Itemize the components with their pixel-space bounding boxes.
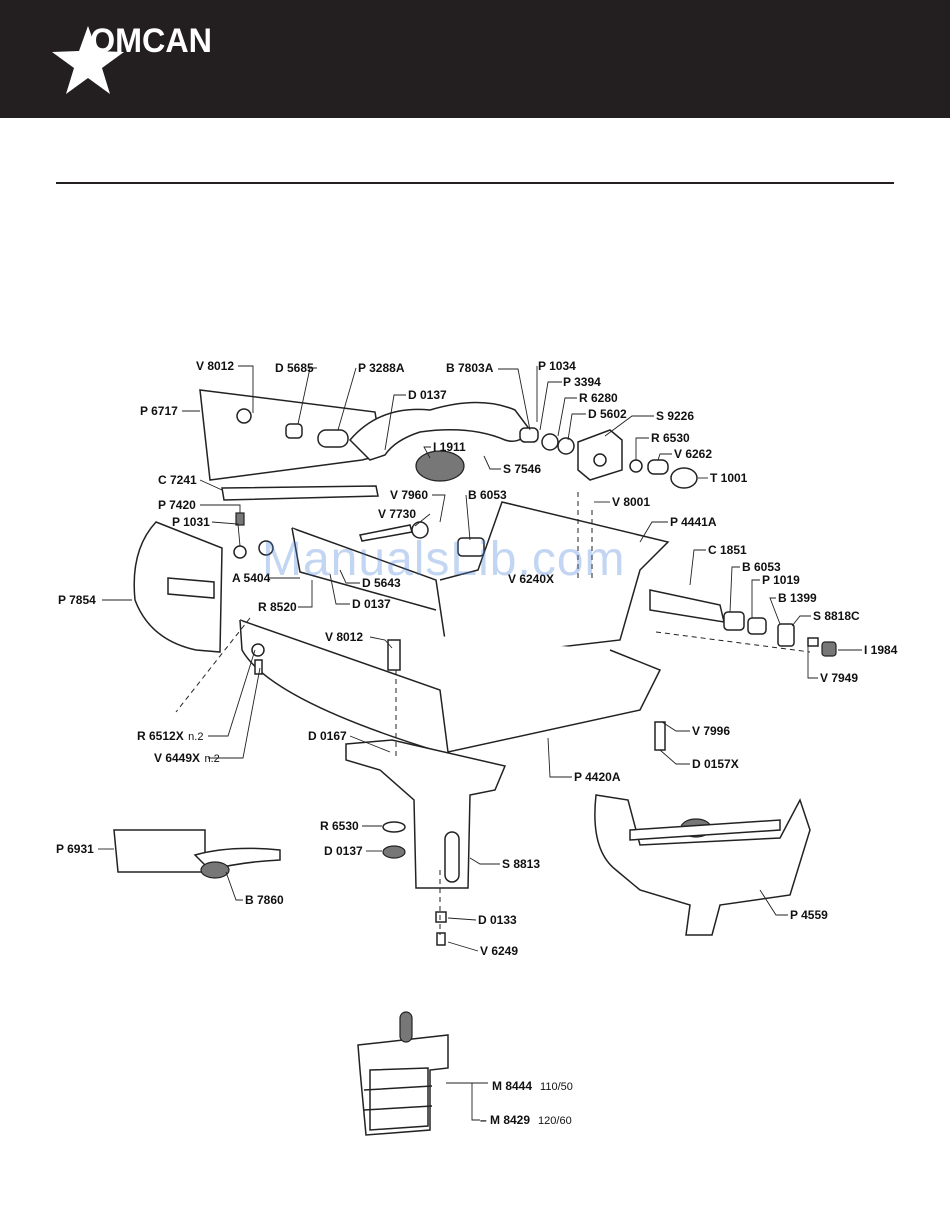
part-label: V 8012 [196, 359, 234, 373]
part-label: C 1851 [708, 543, 747, 557]
part-label: V 6262 [674, 447, 712, 461]
part-label: B 1399 [778, 591, 817, 605]
part-label: R 6530 [320, 819, 359, 833]
part-label: V 6240X [508, 572, 554, 586]
part-label: T 1001 [710, 471, 748, 485]
part-label: R 6530 [651, 431, 690, 445]
leader-lines [98, 365, 862, 1121]
part-label: D 5643 [362, 576, 401, 590]
part-label: C 7241 [158, 473, 197, 487]
part-label: V 8001 [612, 495, 650, 509]
part-label: D 5602 [588, 407, 627, 421]
part-label: P 1034 [538, 359, 576, 373]
part-label: R 8520 [258, 600, 297, 614]
part-label: P 7420 [158, 498, 196, 512]
part-label: D 0137 [352, 597, 391, 611]
part-label: A 5404 [232, 571, 271, 585]
part-label: P 7854 [58, 593, 96, 607]
part-label: V 7730 [378, 507, 416, 521]
part-label: D 0157X [692, 757, 739, 771]
part-label: P 4420A [574, 770, 621, 784]
part-label: B 6053 [468, 488, 507, 502]
drawing [113, 389, 837, 1136]
part-label: P 1019 [762, 573, 800, 587]
part-label: P 6717 [140, 404, 178, 418]
part-label: D 0137 [408, 388, 447, 402]
part-label: S 8813 [502, 857, 540, 871]
part-label: S 9226 [656, 409, 694, 423]
part-label: D 0167 [308, 729, 347, 743]
part-label: P 4559 [790, 908, 828, 922]
brand-name: OMCAN [90, 22, 213, 60]
part-label: P 3394 [563, 375, 601, 389]
part-label: V 7996 [692, 724, 730, 738]
part-label: P 3288A [358, 361, 405, 375]
part-label: P 6931 [56, 842, 94, 856]
part-label: B 7860 [245, 893, 284, 907]
part-label: R 6280 [579, 391, 618, 405]
part-label: V 6249 [480, 944, 518, 958]
part-label: V 7960 [390, 488, 428, 502]
part-labels: V 8012 D 5685 P 3288A B 7803A P 1034 P 3… [56, 359, 898, 958]
part-label: S 8818C [813, 609, 860, 623]
part-label: P 1031 [172, 515, 210, 529]
part-label: B 6053 [742, 560, 781, 574]
part-label-v6449x: V 6449X n.2 [154, 749, 220, 766]
header-rule [56, 182, 894, 184]
part-label: D 0133 [478, 913, 517, 927]
part-label: I 1984 [864, 643, 898, 657]
page-header: OMCAN [0, 0, 950, 118]
part-label: V 8012 [325, 630, 363, 644]
part-label: S 7546 [503, 462, 541, 476]
part-label-r6512x: R 6512X n.2 [137, 727, 203, 744]
part-label: B 7803A [446, 361, 494, 375]
part-label: V 7949 [820, 671, 858, 685]
part-label: P 4441A [670, 515, 717, 529]
part-label: D 5685 [275, 361, 314, 375]
part-label: D 0137 [324, 844, 363, 858]
omcan-star-logo-icon [52, 26, 124, 94]
part-label: I 1911 [433, 440, 466, 454]
